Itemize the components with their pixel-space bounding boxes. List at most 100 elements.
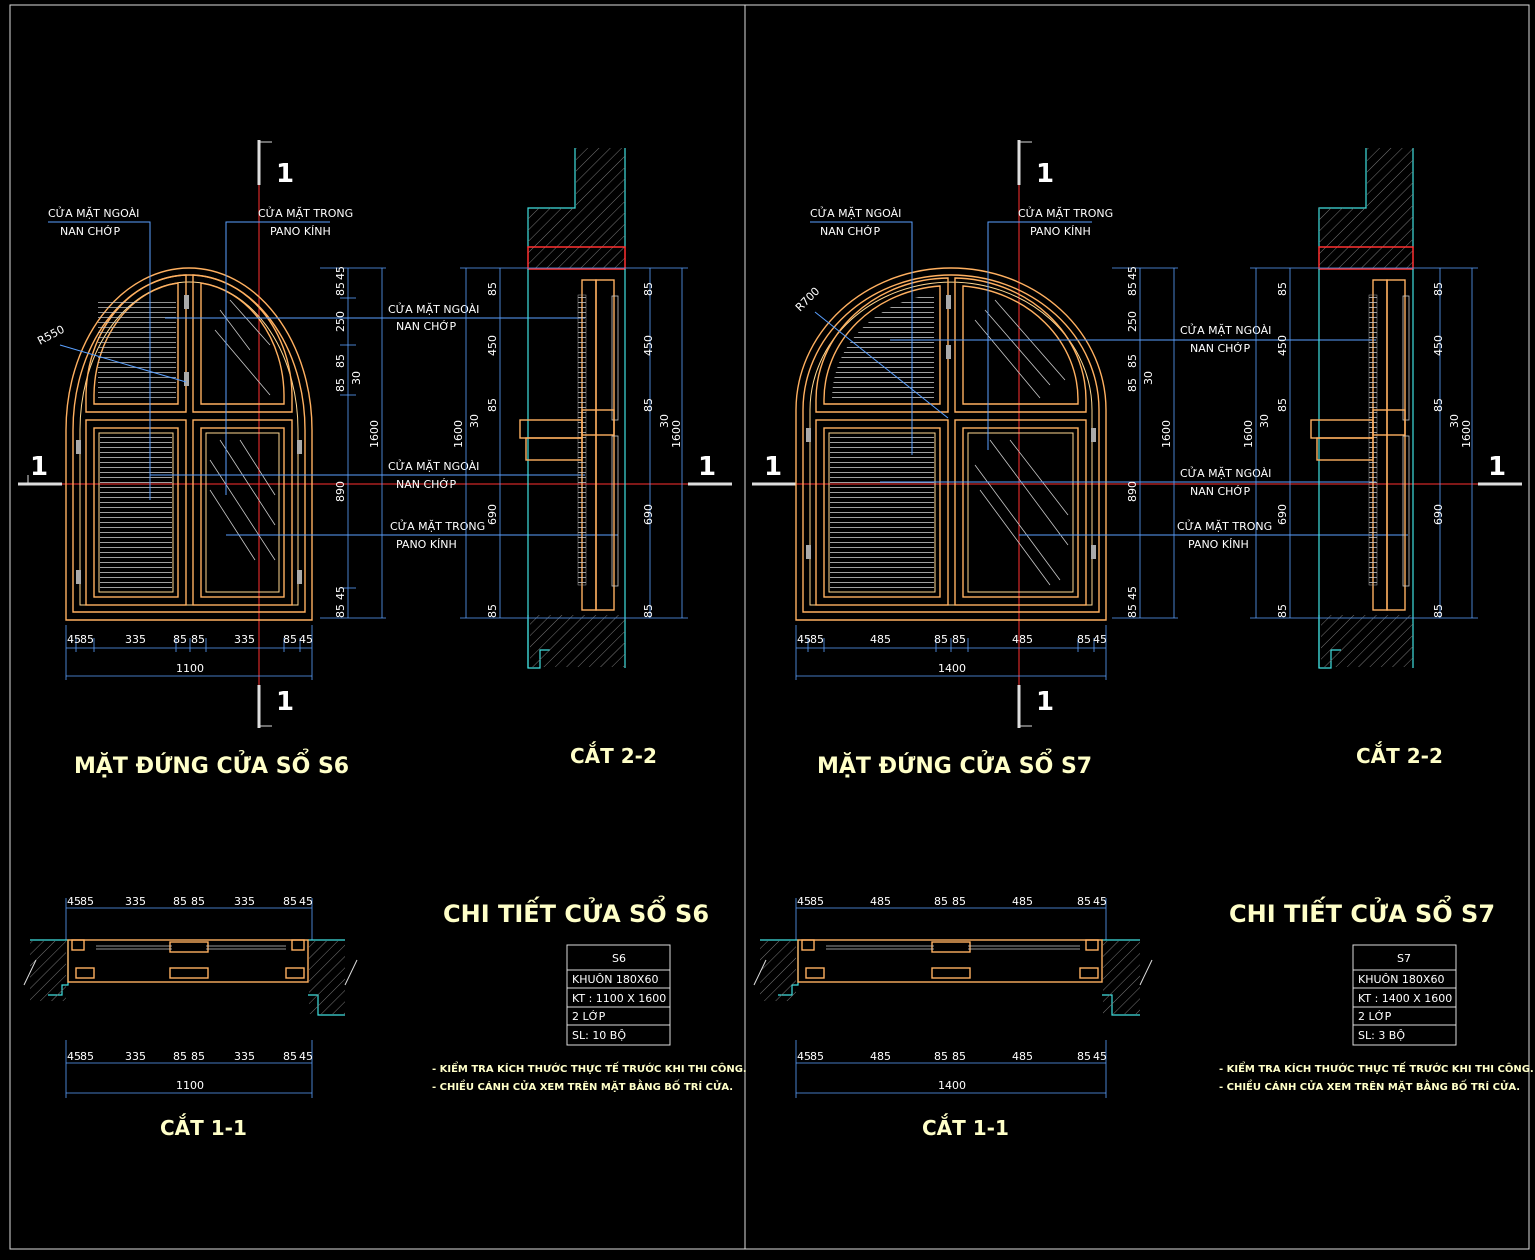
- s11-dim-14: 335: [234, 1050, 255, 1063]
- height-dimensions-s7: 85 45 250 85 85 30 890 45 85 1600: [1112, 266, 1178, 619]
- cut-label-right: 1: [698, 452, 716, 482]
- s-dim-6: 85: [1276, 604, 1289, 618]
- callout-outer-top-2: NAN CHỚP: [820, 225, 880, 238]
- s11-dim-13: 85: [191, 1050, 205, 1063]
- s-dim-12: 690: [642, 504, 655, 525]
- callout-side-1b: NAN CHỚP: [1190, 342, 1250, 355]
- h-dim-2: 45: [1126, 266, 1139, 280]
- w-dim-3: 335: [125, 633, 146, 646]
- cut-label-left: 1: [764, 452, 782, 482]
- s11-dim-11: 485: [870, 1050, 891, 1063]
- s11-dim-16: 45: [299, 1050, 313, 1063]
- s11-dim-3: 485: [870, 895, 891, 908]
- section-11-title: CẮT 1-1: [160, 1114, 247, 1140]
- s-dim-4: 85: [486, 398, 499, 412]
- spec-row-2: KT : 1100 X 1600: [572, 992, 666, 1005]
- spec-table-s7: S7 KHUÔN 180X60 KT : 1400 X 1600 2 LỚP S…: [1352, 944, 1457, 1046]
- callout-inner-top-1: CỬA MẶT TRONG: [1018, 206, 1113, 220]
- section-11-s6: 45 85 335 85 85 335 85 45 45 85 335 85 8…: [23, 895, 358, 1140]
- s-dim-14: 1600: [670, 420, 683, 448]
- section-22-s6: CẮT 2-2 85 450 30 85 690 85 1600 85 450 …: [452, 148, 688, 768]
- spec-row-1: KHUÔN 180X60: [1358, 973, 1444, 986]
- s11-dim-5: 85: [952, 895, 966, 908]
- s-dim-4: 85: [1276, 398, 1289, 412]
- callout-side-1a: CỬA MẶT NGOÀI: [1180, 323, 1271, 337]
- s11-dim-8: 45: [1093, 895, 1107, 908]
- h-dim-6: 30: [1142, 371, 1155, 385]
- spec-header: S6: [612, 952, 626, 965]
- w-dim-4: 85: [934, 633, 948, 646]
- radius-label: R550: [35, 323, 66, 348]
- s-dim-14: 1600: [1460, 420, 1473, 448]
- callout-outer-top-2: NAN CHỚP: [60, 225, 120, 238]
- h-dim-total: 1600: [368, 420, 381, 448]
- s11-dim-2: 85: [80, 895, 94, 908]
- w-dim-5: 85: [952, 633, 966, 646]
- callout-side-2b: NAN CHỚP: [1190, 485, 1250, 498]
- cut-label-top: 1: [1036, 159, 1054, 189]
- h-dim-2: 45: [334, 266, 347, 280]
- section-22-s7: CẮT 2-2 85 450 30 85 690 85 1600 85 450 …: [1242, 148, 1478, 768]
- s11-dim-6: 485: [1012, 895, 1033, 908]
- s-dim-10: 85: [642, 398, 655, 412]
- elevation-title: MẶT ĐỨNG CỬA SỔ S6: [74, 749, 349, 779]
- w-dim-2: 85: [80, 633, 94, 646]
- s-dim-9: 450: [642, 335, 655, 356]
- s11-dim-10: 85: [810, 1050, 824, 1063]
- s11-dim-5: 85: [191, 895, 205, 908]
- w-dim-7: 85: [1077, 633, 1091, 646]
- w-dim-1: 45: [797, 633, 811, 646]
- s11-dim-7: 85: [283, 895, 297, 908]
- s11-dim-9: 45: [67, 1050, 81, 1063]
- s11-dim-3: 335: [125, 895, 146, 908]
- elevation-title: MẶT ĐỨNG CỬA SỔ S7: [817, 749, 1092, 779]
- h-dim-9: 85: [1126, 604, 1139, 618]
- cut-marker-bottom: 1: [257, 685, 294, 728]
- spec-row-3: 2 LỚP: [1358, 1010, 1392, 1023]
- s11-dim-12: 85: [173, 1050, 187, 1063]
- s-dim-5: 690: [486, 504, 499, 525]
- sheet-border: [9, 4, 1530, 1250]
- cut-label-right: 1: [1488, 452, 1506, 482]
- w-dim-3: 485: [870, 633, 891, 646]
- s11-dim-9: 45: [797, 1050, 811, 1063]
- h-dim-5: 85: [334, 378, 347, 392]
- section-22-title: CẮT 2-2: [1356, 742, 1443, 768]
- height-dimensions-s6: 85 45 250 85 85 30 890 45 85 1600: [320, 266, 386, 619]
- s11-dim-total: 1100: [176, 1079, 204, 1092]
- s-dim-2: 450: [486, 335, 499, 356]
- h-dim-7: 890: [334, 481, 347, 502]
- s-dim-5: 690: [1276, 504, 1289, 525]
- s11-dim-6: 335: [234, 895, 255, 908]
- h-dim-3: 250: [334, 311, 347, 332]
- s11-dim-10: 85: [80, 1050, 94, 1063]
- cut-label-bottom: 1: [276, 687, 294, 717]
- callout-side-2a: CỬA MẶT NGOÀI: [1180, 466, 1271, 480]
- elevation-window-s7: R700: [793, 267, 1107, 621]
- s11-dim-2: 85: [810, 895, 824, 908]
- s11-dim-8: 45: [299, 895, 313, 908]
- callout-side-3b: PANO KÍNH: [1188, 538, 1249, 551]
- s-dim-13: 85: [1432, 604, 1445, 618]
- width-dimensions-s7: 45 85 485 85 85 485 85 45 1400: [795, 625, 1107, 680]
- s-dim-7: 1600: [1242, 420, 1255, 448]
- s-dim-12: 690: [1432, 504, 1445, 525]
- s-dim-1: 85: [486, 282, 499, 296]
- w-dim-8: 45: [1093, 633, 1107, 646]
- spec-header: S7: [1397, 952, 1411, 965]
- callout-inner-top-1: CỬA MẶT TRONG: [258, 206, 353, 220]
- spec-row-4: SL: 10 BỘ: [572, 1029, 626, 1042]
- h-dim-4: 85: [334, 354, 347, 368]
- s11-dim-4: 85: [173, 895, 187, 908]
- w-dim-6: 485: [1012, 633, 1033, 646]
- callout-side-2a: CỬA MẶT NGOÀI: [388, 459, 479, 473]
- detail-title: CHI TIẾT CỬA SỔ S7: [1229, 893, 1495, 928]
- s11-dim-4: 85: [934, 895, 948, 908]
- spec-row-4: SL: 3 BỘ: [1358, 1029, 1405, 1042]
- s11-dim-13: 85: [952, 1050, 966, 1063]
- spec-row-1: KHUÔN 180X60: [572, 973, 658, 986]
- s11-dim-11: 335: [125, 1050, 146, 1063]
- note-2: - CHIỀU CÁNH CỬA XEM TRÊN MẶT BẰNG BỐ TR…: [1219, 1078, 1520, 1093]
- s-dim-11: 30: [658, 414, 671, 428]
- callout-side-3a: CỬA MẶT TRONG: [1177, 519, 1272, 533]
